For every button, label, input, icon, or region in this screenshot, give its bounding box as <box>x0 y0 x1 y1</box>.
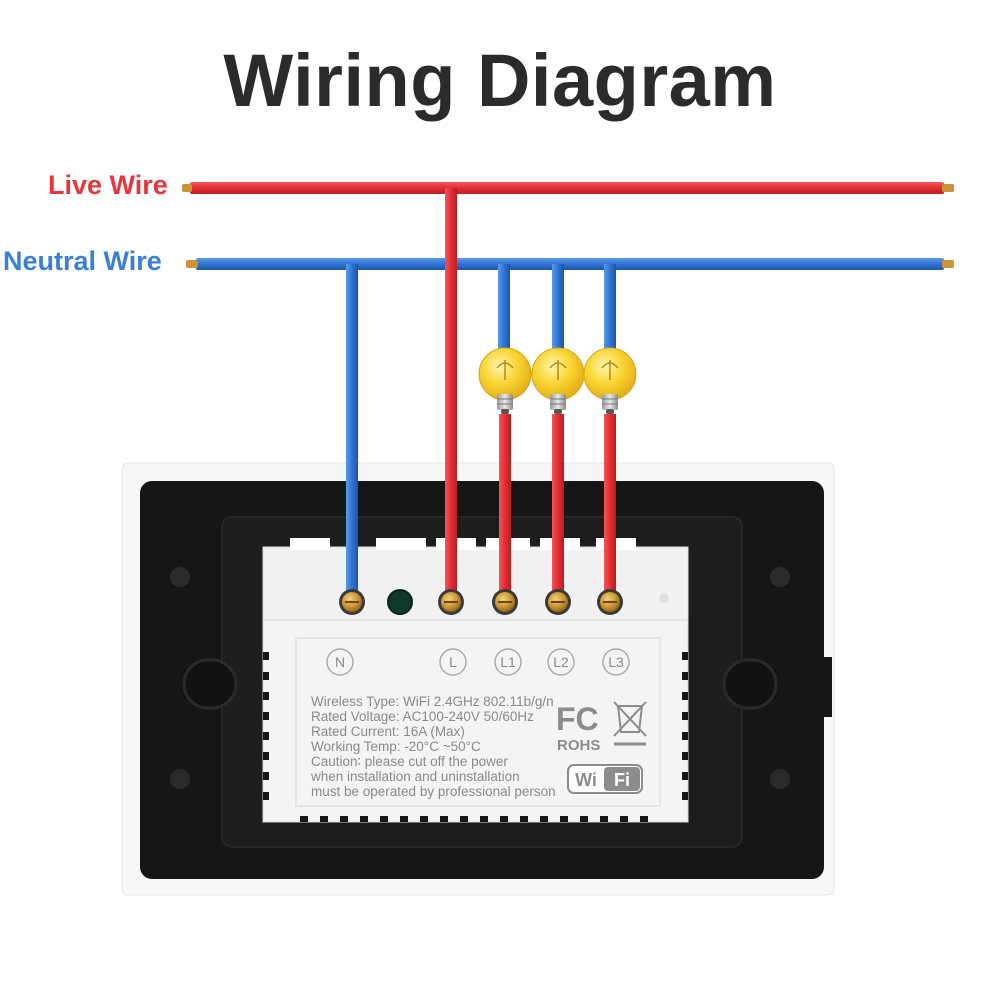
l2-load-wire <box>552 414 564 600</box>
status-led <box>387 589 413 615</box>
spec-rated-voltage: Rated Voltage: AC100-240V 50/60Hz <box>311 709 534 724</box>
terminal-screw-l2 <box>545 589 571 615</box>
terminal-label-l2: L2 <box>553 654 569 670</box>
spec-caution-3: must be operated by professional person <box>311 784 556 799</box>
diagram-title: Wiring Diagram <box>223 39 777 122</box>
spec-caution-2: when installation and uninstallation <box>310 769 520 784</box>
l1-load-wire <box>499 414 511 600</box>
terminal-screw-l <box>438 589 464 615</box>
terminal-screw-l3 <box>597 589 623 615</box>
bulb3-neutral-wire <box>604 264 616 350</box>
terminal-label-l1: L1 <box>500 654 516 670</box>
terminal-screw-n <box>339 589 365 615</box>
light-bulb-icon <box>478 347 532 414</box>
neutral-drop-wire <box>346 264 358 598</box>
mount-hole <box>170 567 190 587</box>
bulb2-neutral-wire <box>552 264 564 350</box>
neutral-wire-main <box>196 258 944 270</box>
live-wire-label: Live Wire <box>48 170 168 200</box>
wifi-logo: Wi <box>575 770 597 790</box>
live-wire-main <box>190 182 944 194</box>
fc-logo: FC <box>556 701 599 737</box>
neutral-wire-label: Neutral Wire <box>3 246 162 276</box>
spec-working-temp: Working Temp: -20°C ~50°C <box>311 739 481 754</box>
terminal-label-l: L <box>449 654 457 670</box>
l3-load-wire <box>604 414 616 600</box>
mount-slot-left <box>182 658 238 710</box>
mount-hole <box>770 567 790 587</box>
terminal-screw-l1 <box>492 589 518 615</box>
light-bulb-icon <box>531 347 585 414</box>
mount-hole <box>770 769 790 789</box>
spec-caution-1: Caution∶ please cut off the power <box>311 754 508 769</box>
weee-bin-icon <box>613 701 647 746</box>
spec-wireless-type: Wireless Type: WiFi 2.4GHz 802.11b/g/n <box>311 694 554 709</box>
light-bulb-icon <box>583 347 637 414</box>
terminal-block <box>262 546 689 630</box>
terminal-label-l3: L3 <box>608 654 624 670</box>
mount-hole <box>170 769 190 789</box>
bulb1-neutral-wire <box>498 264 510 350</box>
live-drop-wire <box>445 188 457 598</box>
rohs-mark: ROHS <box>557 737 600 754</box>
terminal-label-n: N <box>335 654 345 670</box>
spec-rated-current: Rated Current: 16A (Max) <box>311 724 465 739</box>
mount-slot-right <box>722 658 778 710</box>
wifi-logo-fi: Fi <box>614 770 630 790</box>
